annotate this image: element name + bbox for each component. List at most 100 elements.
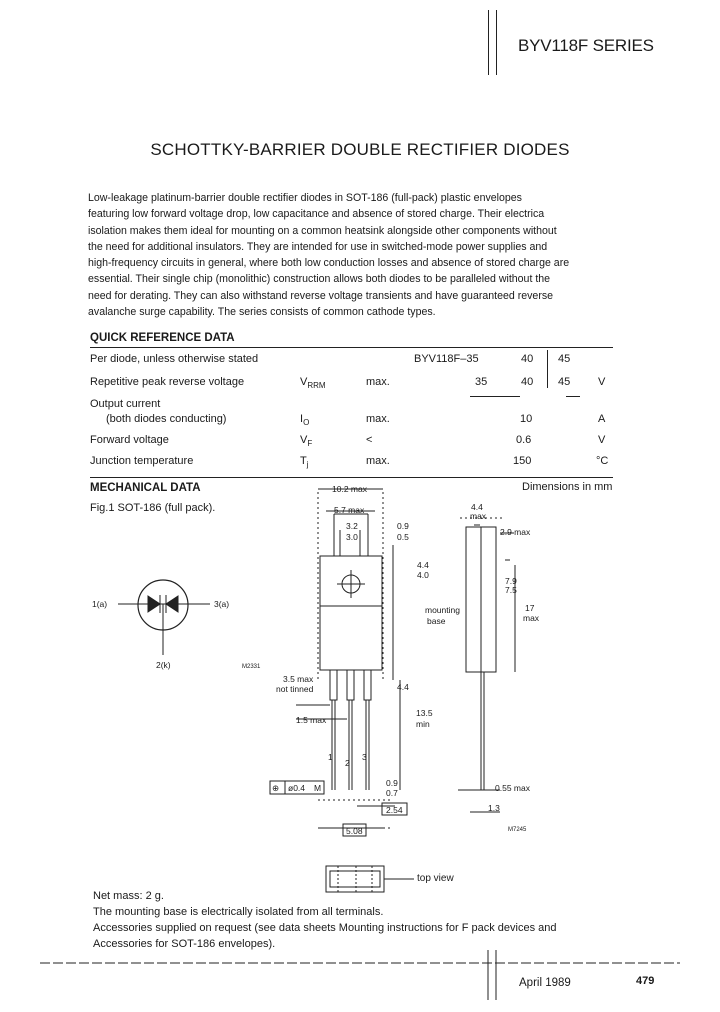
dim-09: 0.9 — [397, 521, 409, 531]
row-param: Repetitive peak reverse voltage — [90, 376, 245, 388]
intro-line: high-frequency circuits in general, wher… — [88, 257, 570, 270]
header-rule-left — [488, 10, 489, 75]
row-value: 0.6 — [516, 434, 532, 446]
tolerance-symbol: ⊕ — [272, 783, 279, 793]
row-symbol: VRRM — [300, 376, 326, 391]
side-dim-max: max — [470, 511, 487, 521]
mechanical-rule — [90, 477, 613, 478]
row-v35: 35 — [475, 376, 488, 388]
pin-2: 2 — [345, 758, 350, 768]
row-param: Junction temperature — [90, 455, 194, 467]
intro-line: isolation makes them ideal for mounting … — [88, 224, 557, 237]
dim-min: min — [416, 719, 430, 729]
dim-44b: 4.4 — [397, 682, 409, 692]
package-top-view — [325, 865, 414, 893]
side-dim-44: 4.4 — [471, 502, 483, 512]
row-param: Output current — [90, 398, 161, 410]
side-dim-13: 1.3 — [488, 803, 500, 813]
publication-date: April 1989 — [519, 977, 571, 989]
dim-span: 5.08 — [346, 826, 363, 836]
dimensions-note: Dimensions in mm — [522, 481, 613, 493]
row-value: 10 — [520, 413, 533, 425]
symbol-label-right: 3(a) — [214, 599, 229, 609]
intro-line: essential. Their single chip (monolithic… — [88, 273, 551, 286]
row-param: Forward voltage — [90, 434, 169, 446]
dim-width-upper: 5.7 max — [334, 505, 365, 515]
row-param-2: (both diodes conducting) — [106, 413, 227, 425]
series-name: BYV118F SERIES — [518, 36, 654, 55]
row-unit: V — [598, 434, 606, 446]
row-unit: A — [598, 413, 606, 425]
dim-30: 3.0 — [346, 532, 358, 542]
row-cond: max. — [366, 455, 390, 467]
tolerance-m: M — [314, 783, 321, 793]
top-view-label: top view — [417, 873, 454, 884]
side-mounting: mounting — [425, 605, 460, 615]
row-cond: max. — [366, 376, 390, 388]
pin-1: 1 — [328, 752, 333, 762]
diode-symbol — [118, 579, 210, 655]
footer-notes: Net mass: 2 g. The mounting base is elec… — [93, 888, 556, 952]
quick-reference-rule — [90, 347, 613, 348]
side-base: base — [427, 616, 446, 626]
lead-note-2: not tinned — [276, 684, 314, 694]
accessories-note: Accessories supplied on request (see dat… — [93, 922, 557, 934]
side-dim-17-max: max — [523, 613, 540, 623]
intro-line: the need for additional insulators. They… — [88, 240, 548, 253]
lead-note-1: 3.5 max — [283, 674, 314, 684]
row-unit: V — [598, 376, 606, 388]
intro-line: avalanche surge capability. The series c… — [88, 306, 436, 319]
row-symbol: IO — [300, 413, 310, 428]
intro-line: Low-leakage platinum-barrier double rect… — [88, 192, 522, 204]
page-title: SCHOTTKY-BARRIER DOUBLE RECTIFIER DIODES — [150, 140, 570, 159]
intro-line: featuring low forward voltage drop, low … — [88, 208, 545, 221]
symbol-code: M2331 — [242, 664, 261, 670]
intro-line: need for derating. They can also withsta… — [88, 289, 554, 302]
side-dim-29: 2.9 max — [500, 527, 531, 537]
dim-05: 0.5 — [397, 532, 409, 542]
dim-15: 1.5 max — [296, 715, 327, 725]
isolation-note: The mounting base is electrically isolat… — [93, 906, 384, 918]
type-45: 45 — [558, 353, 571, 365]
row-symbol: VF — [300, 434, 313, 449]
type-prefix: BYV118F–35 — [414, 353, 479, 365]
dim-32: 3.2 — [346, 521, 358, 531]
row-value: 150 — [513, 455, 532, 467]
row-symbol: Tj — [300, 455, 309, 470]
side-dim-79: 7.9 — [505, 576, 517, 586]
dim-09b: 0.9 — [386, 778, 398, 788]
dim-135: 13.5 — [416, 708, 433, 718]
side-dim-17: 17 — [525, 603, 535, 613]
per-diode-note: Per diode, unless otherwise stated — [90, 353, 259, 365]
side-code: M7245 — [508, 827, 527, 833]
type-40: 40 — [521, 353, 534, 365]
dim-44: 4.4 — [417, 560, 429, 570]
value-underline — [470, 396, 520, 397]
row-unit: °C — [596, 455, 609, 467]
package-side-view — [458, 517, 516, 813]
side-dim-75: 7.5 — [505, 585, 517, 595]
net-mass: Net mass: 2 g. — [93, 890, 164, 902]
row-cond: max. — [366, 413, 390, 425]
row-v40: 40 — [521, 376, 534, 388]
dim-width-total: 10.2 max — [332, 484, 368, 494]
intro-paragraph: Low-leakage platinum-barrier double rect… — [88, 190, 608, 320]
dim-07: 0.7 — [386, 788, 398, 798]
page-number: 479 — [636, 975, 655, 987]
symbol-label-bottom: 2(k) — [156, 660, 171, 670]
quick-reference-heading: QUICK REFERENCE DATA — [90, 332, 235, 344]
side-dim-055: 0.55 max — [495, 783, 531, 793]
dim-pitch: 2.54 — [386, 805, 403, 815]
dim-40: 4.0 — [417, 570, 429, 580]
tolerance-value: ø0.4 — [288, 783, 305, 793]
row-cond: < — [366, 434, 373, 446]
header-rule-right — [496, 10, 497, 75]
pin-3: 3 — [362, 752, 367, 762]
mechanical-heading: MECHANICAL DATA — [90, 482, 201, 494]
value-underline — [566, 396, 580, 397]
package-front-view — [269, 488, 408, 837]
accessories-note-2: Accessories for SOT-186 envelopes). — [93, 938, 276, 950]
symbol-label-left: 1(a) — [92, 599, 107, 609]
row-v45: 45 — [558, 376, 571, 388]
